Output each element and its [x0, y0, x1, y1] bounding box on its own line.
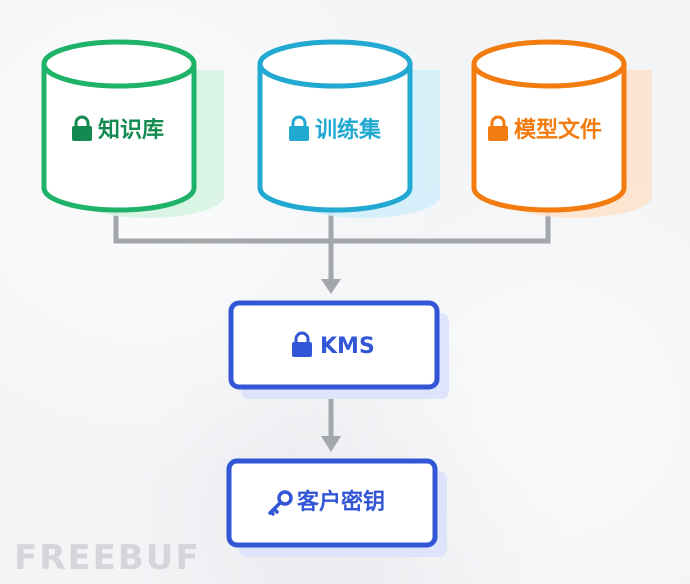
watermark: FREEBUF	[14, 538, 201, 578]
key-icon	[268, 490, 293, 516]
lock-icon	[292, 331, 312, 357]
customer-key-label: 客户密钥	[297, 489, 385, 515]
cylinder-training-set: 训练集	[257, 39, 440, 218]
kms-box: KMS	[228, 300, 449, 399]
lock-icon	[289, 115, 309, 141]
model-file-label: 模型文件	[514, 117, 602, 143]
customer-key-box: 客户密钥	[226, 458, 447, 557]
arrow-to-customer-key	[321, 436, 341, 452]
lock-icon	[488, 115, 508, 141]
training-set-label: 训练集	[315, 117, 382, 143]
kms-label: KMS	[320, 334, 375, 359]
arrow-to-kms	[321, 279, 341, 294]
cylinder-model-file: 模型文件	[471, 39, 652, 218]
knowledge-base-label: 知识库	[98, 117, 164, 143]
lock-icon	[72, 115, 92, 141]
cylinder-knowledge-base: 知识库	[41, 39, 224, 218]
